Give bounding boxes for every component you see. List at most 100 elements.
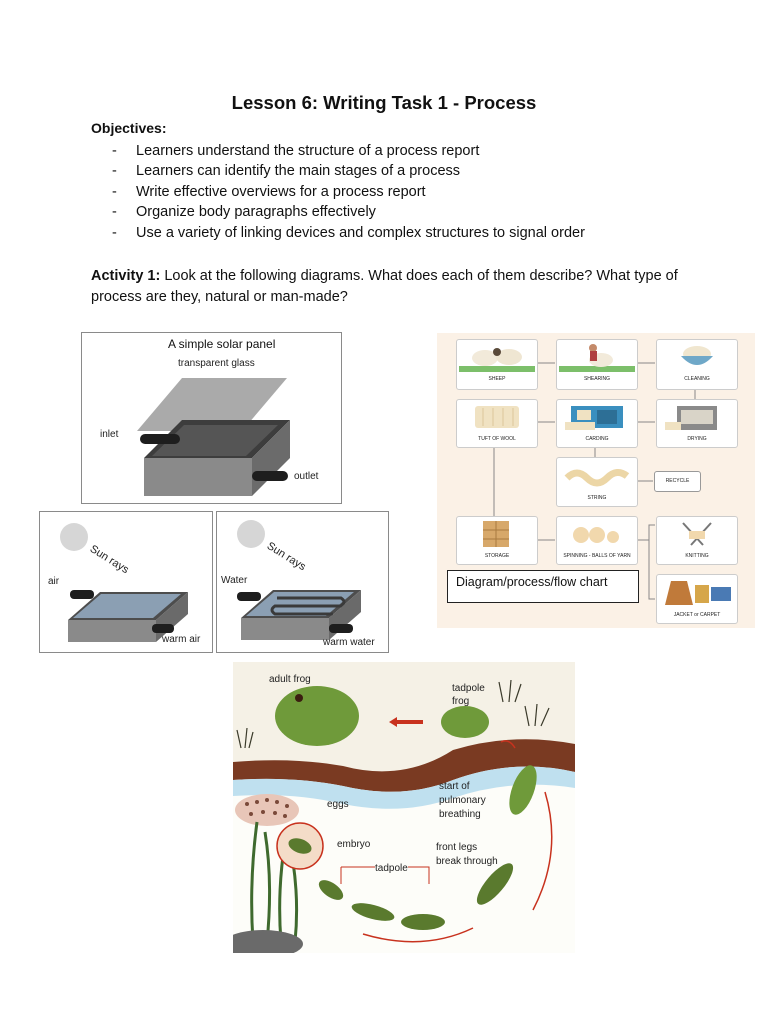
egg-cluster [235,794,299,826]
wool-flow-arrows [493,362,696,600]
objective-text: Learners can identify the main stages of… [136,163,461,179]
box-side [252,420,290,496]
activity-paragraph: Activity 1: Look at the following diagra… [91,266,691,308]
stage-label: STORAGE [484,553,510,559]
stage-label: STRING [587,495,607,501]
inlet-label: inlet [100,429,119,440]
objective-item: - Learners understand the structure of a … [112,141,479,161]
water-heater-illustration [237,520,361,640]
bullet-dash: - [112,184,117,200]
stage-label: CARDING [585,436,609,442]
water-inlet-pipe [237,592,261,601]
eggs-label: eggs [327,799,349,810]
egg [283,814,287,818]
air-heater-illustration [60,523,188,642]
tadpole-shape [401,914,445,930]
stage-label: SHEARING [583,376,611,382]
stage-label: RECYCLE [665,478,690,484]
egg [285,804,289,808]
cycle-arrow [532,791,553,911]
tadpole-frog [441,706,489,738]
earth-band [233,739,575,792]
adult-frog [275,686,359,746]
stage-shearing: SHEARING [556,339,638,390]
egg [255,800,259,804]
outlet-label: outlet [294,471,319,482]
tadpole-frog-label: tadpole frog [452,683,485,707]
rock [233,930,303,953]
activity-text: Look at the following diagrams. What doe… [91,268,678,305]
frog-eye [295,694,303,702]
water-surface [233,766,575,809]
objective-text: Use a variety of linking devices and com… [136,225,585,241]
embryo-label: embryo [337,839,371,850]
air-inlet-pipe [70,590,94,599]
embryo [288,838,312,854]
stage-label: KNITTING [685,553,709,559]
tadpole-bracket [340,866,430,884]
warm-water-label: warm water [323,637,375,648]
stage-label: SPINNING - BALLS OF YARN [563,553,631,559]
objective-item: -Organize body paragraphs effectively [112,202,376,222]
stage-recycle: RECYCLE [654,471,701,492]
tadpole-with-legs [476,863,514,905]
solar-panel-diagram: A simple solar panel transparent glass i… [81,332,342,504]
water-coil [270,596,346,616]
heater-glass [73,594,181,618]
stage-storage: STORAGE [456,516,538,565]
frog-illustration [233,679,575,953]
stage-jacket-or-carpet: JACKET or CARPET [656,574,738,624]
cleaning-icon [681,346,713,365]
egg [249,812,253,816]
stage-label: CLEANING [684,376,710,382]
arrow-branch [636,524,655,600]
objective-text: Write effective overviews for a process … [136,184,426,200]
stage-string: STRING [556,457,638,507]
pulmonary-breathing-label: start of pulmonary breathing [439,781,486,820]
stage-label: SHEEP [488,376,506,382]
objective-text: Learners understand the structure of a p… [136,143,480,159]
egg [273,811,277,815]
egg [265,798,269,802]
storage-icon [483,521,509,547]
box-top [144,420,290,458]
adult-frog-label: adult frog [269,674,311,685]
stage-cleaning: CLEANING [656,339,738,390]
objective-text: Organize body paragraphs effectively [136,204,376,220]
tadpole-shape [318,880,344,900]
egg [245,802,249,806]
yarn-balls-icon [573,527,619,543]
flow-chart-caption: Diagram/process/flow chart [447,570,639,603]
stage-tuft-of-wool: TUFT OF WOOL [456,399,538,448]
bullet-dash: - [112,225,117,241]
stage-drying: DRYING [656,399,738,448]
objective-item: - Use a variety of linking devices and co… [112,223,585,243]
stage-knitting: KNITTING [656,516,738,565]
froglet [509,765,537,815]
water-outlet-pipe [329,624,353,633]
front-legs-label: front legs break through [436,842,498,867]
carding-icon [565,406,623,430]
reeds [236,679,550,749]
glass-sheet [137,378,287,431]
stage-spinning: SPINNING - BALLS OF YARN [556,516,638,565]
stage-sheep: SHEEP [456,339,538,390]
outlet-pipe [252,471,288,481]
string-icon [564,469,630,487]
egg [275,800,279,804]
activity-label: Activity 1: [91,268,161,284]
bullet-dash: - [112,163,117,179]
knitting-icon [682,522,712,546]
solar-water-diagram: Sun rays Water warm water [216,511,389,653]
sun-icon [237,520,265,548]
arrow-red [389,717,423,727]
shearing-icon [559,344,635,372]
water-label: Water [221,575,248,586]
bullet-dash: - [112,143,117,159]
tadpole-label: tadpole [375,863,408,874]
cycle-arrow [500,740,516,749]
air-label: air [48,576,60,587]
air-outlet-pipe [152,624,174,633]
stage-label: DRYING [687,436,707,442]
solar-air-diagram: Sun rays air warm air [39,511,213,653]
